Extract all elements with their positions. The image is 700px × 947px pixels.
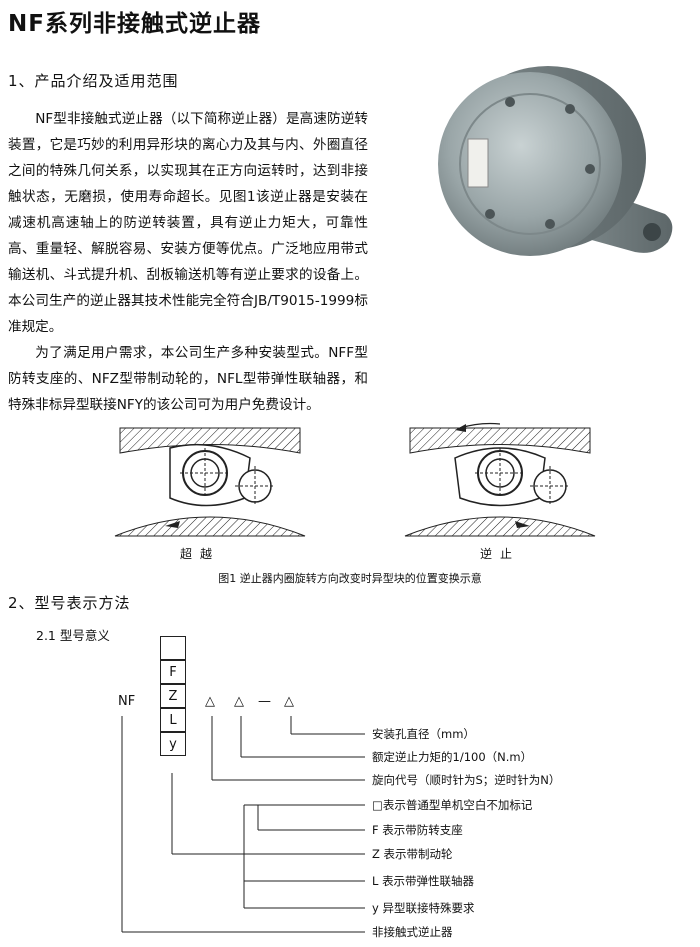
label-backstop: 逆止 <box>480 547 521 561</box>
code-dash: — <box>258 694 271 709</box>
label-overrunning: 超越 <box>180 547 221 561</box>
figure-caption: 图1 逆止器内圈旋转方向改变时异型块的位置变换示意 <box>218 572 482 585</box>
legend-z: Z 表示带制动轮 <box>372 847 453 861</box>
legend-standard: □表示普通型单机空白不加标记 <box>372 798 533 812</box>
intro-paragraph: NF型非接触式逆止器（以下简称逆止器）是高速防逆转装置，它是巧妙的利用异形块的离… <box>8 111 368 335</box>
option-box-empty <box>160 636 186 660</box>
diagram-backstop <box>404 422 596 537</box>
legend-y: y 异型联接特殊要求 <box>372 901 475 915</box>
diagram-overrunning <box>114 427 306 537</box>
section1-body: NF型非接触式逆止器（以下简称逆止器）是高速防逆转装置，它是巧妙的利用异形块的离… <box>8 106 368 418</box>
legend-nf: 非接触式逆止器 <box>372 925 453 939</box>
legend-direction: 旋向代号（顺时针为S；逆时针为N） <box>372 773 561 787</box>
placeholder-bore: △ <box>284 694 294 709</box>
product-photo <box>438 66 673 256</box>
install-paragraph: 为了满足用户需求，本公司生产多种安装型式。NFF型防转支座的、NFZ型带制动轮的… <box>8 345 368 413</box>
legend-torque: 额定逆止力矩的1/100（N.m） <box>372 750 533 764</box>
section1-heading: 1、产品介绍及适用范围 <box>8 72 179 90</box>
legend-l: L 表示带弹性联轴器 <box>372 874 475 888</box>
placeholder-torque: △ <box>234 694 244 709</box>
option-box-l: L <box>160 708 186 732</box>
model-prefix: NF <box>118 694 136 709</box>
placeholder-direction: △ <box>205 694 215 709</box>
section2-heading: 2、型号表示方法 <box>8 594 131 612</box>
section2-subheading: 2.1 型号意义 <box>36 628 110 643</box>
legend-bore: 安装孔直径（mm） <box>372 727 475 741</box>
option-box-y: y <box>160 732 186 756</box>
option-box-f: F <box>160 660 186 684</box>
page-title: NF系列非接触式逆止器 <box>8 11 261 37</box>
legend-f: F 表示带防转支座 <box>372 823 463 837</box>
option-box-z: Z <box>160 684 186 708</box>
